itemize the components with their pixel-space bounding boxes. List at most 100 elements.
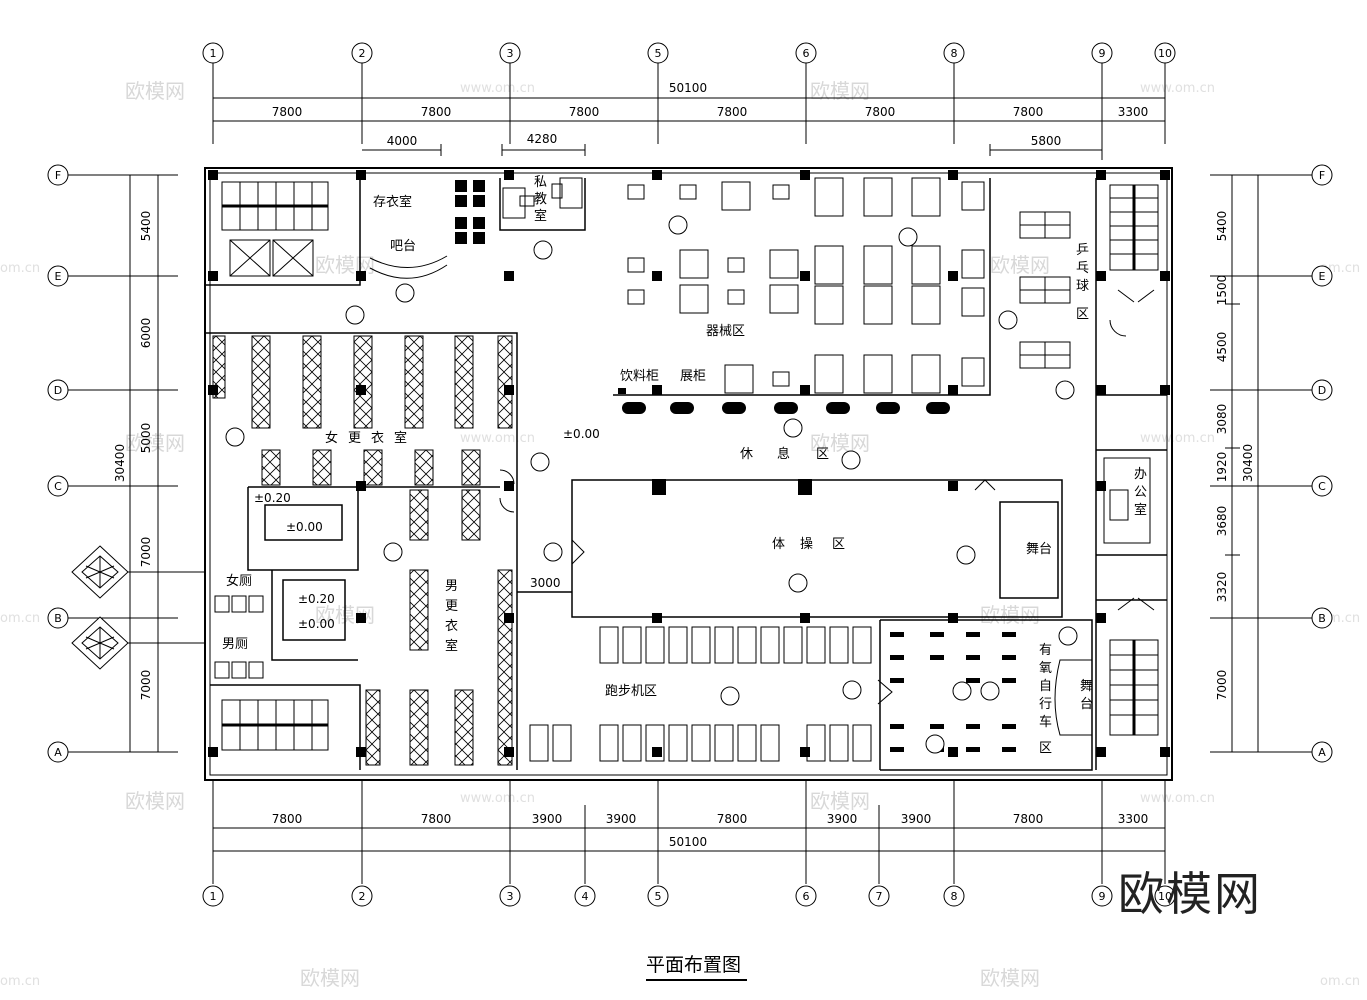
- bar-counter: [369, 255, 448, 279]
- label-gym-3: 区: [832, 537, 845, 552]
- svg-text:3900: 3900: [827, 812, 858, 826]
- svg-text:C: C: [54, 480, 62, 493]
- label-spin-3: 自: [1039, 679, 1052, 694]
- svg-text:3300: 3300: [1118, 812, 1149, 826]
- label-rest-1: 休: [740, 447, 753, 462]
- svg-text:3300: 3300: [1118, 105, 1149, 119]
- right-axis-bubbles: [1311, 164, 1333, 763]
- svg-text:欧模网: 欧模网: [810, 431, 870, 455]
- right-dimension-chain: [1210, 174, 1312, 753]
- svg-text:8: 8: [951, 890, 958, 903]
- svg-text:om.cn: om.cn: [0, 611, 40, 626]
- label-mens-wc: 男厕: [222, 637, 248, 652]
- dim-bottom-total: 50100: [669, 835, 707, 849]
- label-table-tennis-1: 乒: [1076, 243, 1089, 258]
- index-symbols: [225, 215, 1078, 754]
- label-womens-locker-3: 衣: [371, 430, 384, 446]
- svg-text:C: C: [1318, 480, 1326, 493]
- svg-text:F: F: [55, 169, 61, 182]
- label-table-tennis-3: 球: [1076, 279, 1089, 294]
- svg-text:6: 6: [803, 47, 810, 60]
- svg-text:7000: 7000: [139, 670, 153, 701]
- label-mens-locker-1: 男: [445, 579, 458, 594]
- svg-text:欧模网: 欧模网: [125, 431, 185, 455]
- left-axis-labels: F E D C B A: [54, 169, 62, 759]
- room-labels: 存衣室 吧台 私 教 室 器械区 乒 乓 球 区 饮料柜 展柜 女 更 衣 室 …: [222, 175, 1147, 756]
- svg-text:5000: 5000: [139, 423, 153, 454]
- svg-text:F: F: [1319, 169, 1325, 182]
- dim-right-segments: 5400 1500 4500 3080 1920 3680 3320 7000 …: [1215, 211, 1255, 701]
- top-dimension-chain: [212, 62, 1166, 160]
- svg-text:9: 9: [1099, 47, 1106, 60]
- label-office-1: 办: [1134, 467, 1147, 482]
- label-rest-3: 区: [816, 447, 829, 462]
- label-office-2: 公: [1134, 485, 1147, 500]
- svg-text:欧模网: 欧模网: [300, 966, 360, 990]
- dim-bottom-segments: 7800 7800 3900 3900 7800 3900 3900 7800 …: [272, 812, 1149, 826]
- label-gym-2: 操: [800, 536, 813, 552]
- dim-top-segments: 7800 7800 7800 7800 7800 7800 3300 4000 …: [272, 105, 1149, 148]
- dim-passage: 3000: [530, 576, 561, 590]
- svg-text:6000: 6000: [139, 318, 153, 349]
- svg-text:7800: 7800: [272, 812, 303, 826]
- svg-text:3: 3: [507, 47, 514, 60]
- svg-text:±0.20: ±0.20: [298, 592, 335, 606]
- label-office-3: 室: [1134, 502, 1147, 518]
- label-private-coach-2: 教: [534, 191, 547, 207]
- svg-text:7800: 7800: [569, 105, 600, 119]
- label-mens-locker-2: 更: [445, 599, 458, 614]
- svg-text:欧模网: 欧模网: [980, 603, 1040, 627]
- svg-text:www.om.cn: www.om.cn: [460, 791, 535, 806]
- left-axis-bubbles: [47, 164, 69, 763]
- svg-text:欧模网: 欧模网: [810, 79, 870, 103]
- label-womens-wc: 女厕: [226, 573, 252, 589]
- svg-text:B: B: [1318, 612, 1326, 625]
- svg-text:7800: 7800: [1013, 105, 1044, 119]
- svg-text:4280: 4280: [527, 132, 558, 146]
- svg-text:4500: 4500: [1215, 332, 1229, 363]
- section-index-diamonds: [71, 545, 205, 670]
- label-table-tennis-2: 乓: [1076, 261, 1089, 276]
- label-equipment: 器械区: [706, 324, 745, 339]
- label-spin-4: 行: [1039, 697, 1052, 712]
- svg-text:5400: 5400: [1215, 211, 1229, 242]
- svg-text:1500: 1500: [1215, 275, 1229, 306]
- svg-text:www.om.cn: www.om.cn: [1140, 431, 1215, 446]
- svg-text:欧模网: 欧模网: [990, 253, 1050, 277]
- label-private-coach-1: 私: [534, 175, 547, 190]
- svg-text:8: 8: [951, 47, 958, 60]
- doors: [499, 289, 1155, 705]
- left-dimension-chain: [68, 174, 178, 753]
- svg-text:7800: 7800: [421, 812, 452, 826]
- svg-text:3080: 3080: [1215, 404, 1229, 435]
- label-mens-locker-4: 室: [445, 638, 458, 654]
- svg-text:5: 5: [655, 47, 662, 60]
- label-spin-2: 氧: [1039, 661, 1052, 676]
- label-table-tennis-4: 区: [1076, 307, 1089, 322]
- svg-text:3900: 3900: [606, 812, 637, 826]
- stairs-elevators: [221, 181, 1159, 751]
- svg-text:5400: 5400: [139, 211, 153, 242]
- top-axis-labels: 1 2 3 5 6 8 9 10: [210, 47, 1173, 60]
- svg-text:欧模网: 欧模网: [980, 966, 1040, 990]
- svg-text:±0.00: ±0.00: [298, 617, 335, 631]
- private-coach-furniture: [502, 177, 583, 219]
- svg-text:www.om.cn: www.om.cn: [1140, 791, 1215, 806]
- level-labels: ±0.00 ±0.20 ±0.00 ±0.20 ±0.00 3000: [254, 427, 600, 631]
- label-cloakroom: 存衣室: [373, 194, 412, 210]
- svg-text:10: 10: [1158, 890, 1172, 903]
- label-private-coach-3: 室: [534, 208, 547, 224]
- equipment-machines: [627, 177, 985, 394]
- label-womens-locker-4: 室: [394, 430, 407, 446]
- svg-text:www.om.cn: www.om.cn: [460, 431, 535, 446]
- svg-text:A: A: [1318, 746, 1326, 759]
- plan-title: 平面布置图: [646, 950, 748, 981]
- svg-text:7800: 7800: [272, 105, 303, 119]
- toilet-fixtures: [214, 595, 264, 679]
- svg-text:D: D: [1318, 384, 1326, 397]
- svg-text:www.om.cn: www.om.cn: [460, 81, 535, 96]
- svg-text:2: 2: [359, 890, 366, 903]
- svg-text:4: 4: [582, 890, 589, 903]
- svg-text:欧模网: 欧模网: [810, 789, 870, 813]
